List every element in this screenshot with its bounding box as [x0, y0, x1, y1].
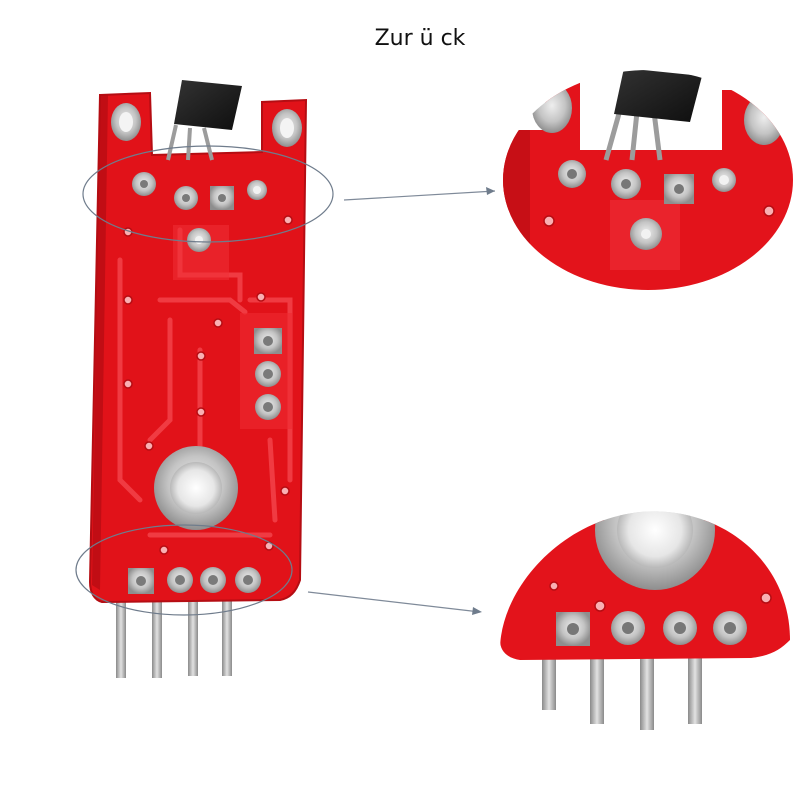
zoom-sensor-area — [503, 70, 793, 290]
pcb-board — [88, 80, 308, 678]
hall-sensor-icon — [166, 80, 242, 161]
middle-pads — [254, 328, 282, 420]
sensor-pads — [132, 172, 267, 252]
header-pads — [128, 567, 261, 594]
zoom-header-area — [500, 511, 790, 760]
callout-bottom — [75, 524, 482, 616]
page-title: Zur ü ck — [374, 26, 466, 51]
callout-top — [82, 145, 496, 243]
header-pins — [116, 598, 232, 678]
